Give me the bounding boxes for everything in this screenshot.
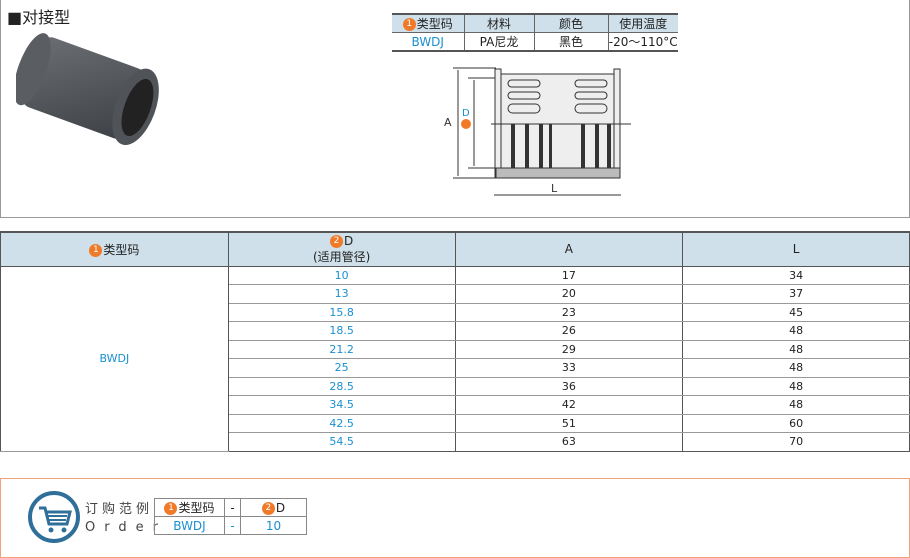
l-cell: 45 [682, 302, 910, 322]
a-cell: 51 [454, 413, 684, 433]
d-cell: 13 [227, 284, 456, 304]
l-cell: 48 [682, 321, 910, 341]
d-cell: 25 [227, 358, 456, 378]
col-a: A [454, 231, 684, 267]
l-cell: 48 [682, 376, 910, 396]
a-cell: 20 [454, 284, 684, 304]
a-cell: 26 [454, 321, 684, 341]
dim-d-label: D [462, 108, 470, 119]
a-cell: 17 [454, 265, 684, 285]
d-cell: 10 [227, 265, 456, 285]
type-cell: BWDJ [0, 265, 229, 452]
l-cell: 37 [682, 284, 910, 304]
a-cell: 42 [454, 395, 684, 415]
a-cell: 33 [454, 358, 684, 378]
page-title: ■对接型 [7, 8, 71, 27]
d-cell: 34.5 [227, 395, 456, 415]
a-cell: 36 [454, 376, 684, 396]
a-cell: 29 [454, 339, 684, 359]
a-cell: 23 [454, 302, 684, 322]
l-cell: 48 [682, 395, 910, 415]
dimension-drawing: A D L [444, 67, 631, 196]
a-cell: 63 [454, 432, 684, 452]
d-cell: 42.5 [227, 413, 456, 433]
cart-icon [28, 491, 80, 543]
d-cell: 15.8 [227, 302, 456, 322]
l-cell: 48 [682, 339, 910, 359]
product-image [16, 33, 159, 145]
l-cell: 34 [682, 265, 910, 285]
col-l: L [682, 231, 910, 267]
d-cell: 54.5 [227, 432, 456, 452]
dim-l-label: L [551, 182, 558, 195]
order-subtitle: Order [85, 520, 167, 535]
d-cell: 28.5 [227, 376, 456, 396]
marker-2-icon [461, 119, 471, 129]
l-cell: 48 [682, 358, 910, 378]
d-cell: 21.2 [227, 339, 456, 359]
dim-a-label: A [444, 116, 452, 129]
l-cell: 60 [682, 413, 910, 433]
d-cell: 18.5 [227, 321, 456, 341]
l-cell: 70 [682, 432, 910, 452]
order-title: 订购范例 [85, 502, 154, 517]
